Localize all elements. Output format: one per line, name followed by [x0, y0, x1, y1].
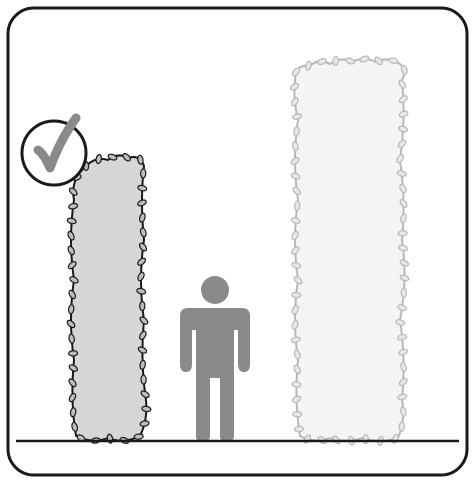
leaf	[134, 434, 143, 440]
leaf	[293, 412, 302, 417]
tall-hedge-body	[294, 59, 404, 441]
leaf	[292, 292, 301, 298]
tall-hedge	[289, 55, 409, 446]
leaf	[68, 304, 74, 314]
leaf	[140, 301, 145, 310]
leaf	[294, 426, 303, 432]
leaf	[293, 126, 299, 136]
leaf	[333, 56, 339, 65]
leaf	[68, 351, 77, 357]
leaf	[398, 230, 407, 236]
leaf	[294, 201, 300, 210]
leaf	[141, 169, 146, 178]
person-head	[201, 276, 229, 304]
leaf	[399, 422, 405, 431]
short-hedge-body	[71, 155, 146, 440]
leaf	[141, 375, 147, 384]
leaf	[401, 288, 407, 297]
leaf	[292, 381, 302, 387]
leaf	[363, 435, 369, 444]
short-hedge	[66, 152, 151, 444]
